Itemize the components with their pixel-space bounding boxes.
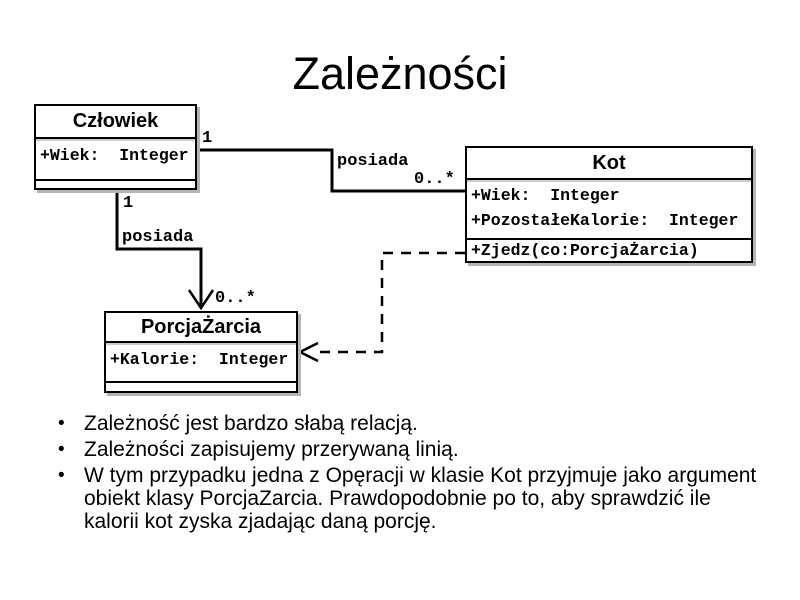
uml-class-czlowiek-name: Człowiek <box>36 106 195 139</box>
bullet-icon: • <box>58 465 65 486</box>
attribute-line: +Wiek: Integer <box>471 186 620 205</box>
uml-class-czlowiek: Człowiek +Wiek: Integer <box>34 104 197 190</box>
uml-class-porcjazarcia: PorcjaŻarcia +Kalorie: Integer <box>104 311 298 393</box>
bullet-text: Zależności zapisujemy przerywaną linią. <box>84 438 459 461</box>
multiplicity-label-czlowiek-porcja-to: 0..* <box>215 289 256 308</box>
uml-class-porcjazarcia-attributes: +Kalorie: Integer <box>106 343 296 383</box>
open-arrowhead-down-icon <box>187 289 215 311</box>
multiplicity-label-czlowiek-kot-to: 0..* <box>414 170 455 189</box>
bullet-list: • Zależność jest bardzo słabą relacją. •… <box>52 412 764 536</box>
list-item: • W tym przypadku jedna z Opęracji w kla… <box>52 464 764 533</box>
operation-line: +Zjedz(co:PorcjaŻarcia) <box>471 241 699 260</box>
uml-class-porcjazarcia-name: PorcjaŻarcia <box>106 313 296 343</box>
multiplicity-label-czlowiek-kot-from: 1 <box>202 129 213 148</box>
list-item: • Zależność jest bardzo słabą relacją. <box>52 412 764 435</box>
dependency-kot-porcja-dashed-line <box>312 251 465 354</box>
multiplicity-label-czlowiek-porcja-from: 1 <box>123 194 134 213</box>
uml-class-kot-attributes: +Wiek: Integer +PozostałeKalorie: Intege… <box>467 180 751 240</box>
slide-title: Zależności <box>292 48 508 99</box>
bullet-icon: • <box>58 413 65 434</box>
uml-class-kot-operations: +Zjedz(co:PorcjaŻarcia) <box>467 240 751 261</box>
bullet-text: W tym przypadku jedna z Opęracji w klasi… <box>84 464 757 533</box>
uml-class-kot: Kot +Wiek: Integer +PozostałeKalorie: In… <box>465 146 753 263</box>
role-label-czlowiek-porcja: posiada <box>122 228 194 247</box>
uml-class-czlowiek-operations <box>36 181 195 188</box>
bullet-icon: • <box>58 439 65 460</box>
bullet-text: Zależność jest bardzo słabą relacją. <box>84 412 418 435</box>
uml-class-czlowiek-attributes: +Wiek: Integer <box>36 139 195 181</box>
attribute-line: +PozostałeKalorie: Integer <box>471 211 739 230</box>
attribute-line: +Wiek: Integer <box>40 146 189 165</box>
uml-class-kot-name: Kot <box>467 148 751 180</box>
role-label-czlowiek-kot: posiada <box>337 152 409 171</box>
list-item: • Zależności zapisujemy przerywaną linią… <box>52 438 764 461</box>
uml-class-porcjazarcia-operations <box>106 383 296 391</box>
attribute-line: +Kalorie: Integer <box>110 350 289 369</box>
open-arrowhead-left-icon <box>297 341 319 363</box>
